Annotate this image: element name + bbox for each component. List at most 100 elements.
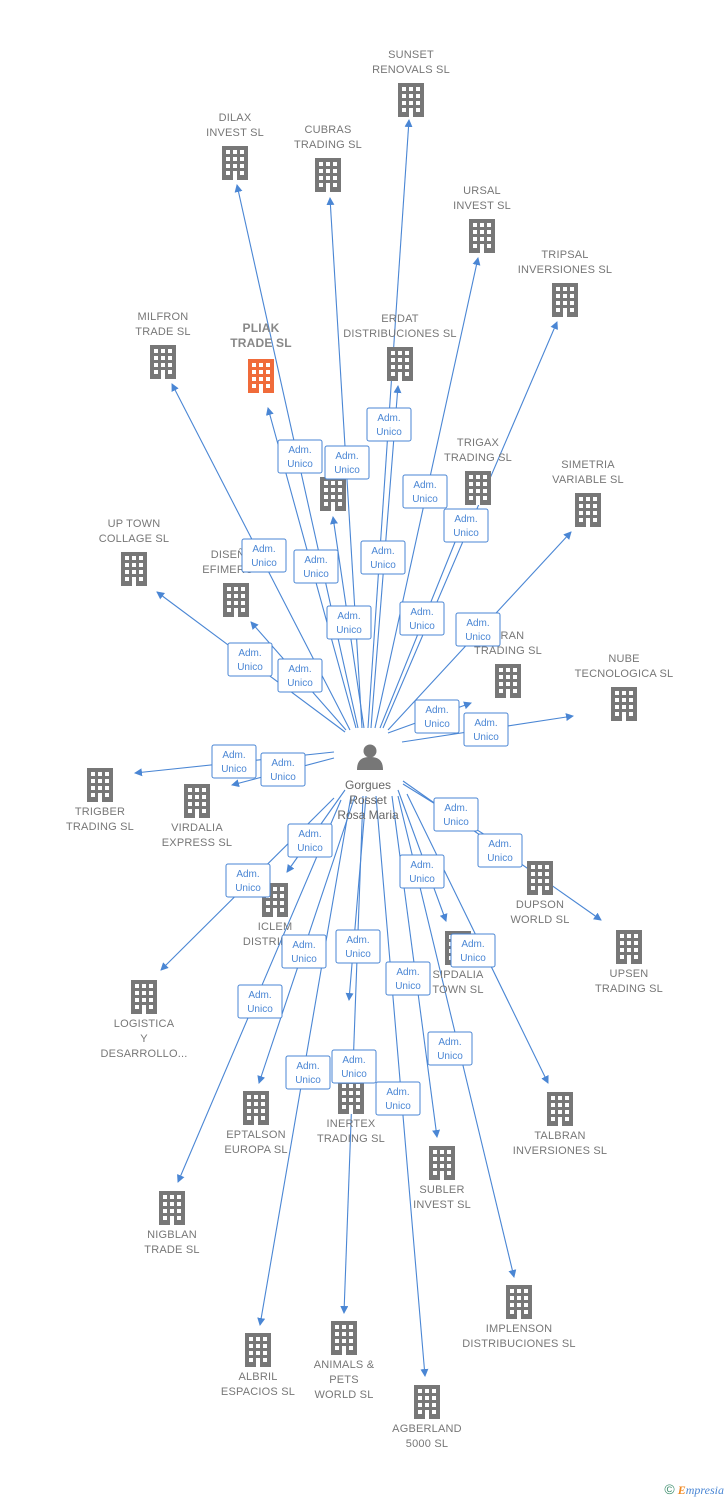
relation-label-line-1: Adm. <box>342 1055 365 1066</box>
relation-label-line-1: Adm. <box>236 869 259 880</box>
relation-label-box[interactable]: Adm.Unico <box>366 407 412 442</box>
relation-label-box[interactable]: Adm.Unico <box>385 961 431 996</box>
building-icon <box>616 930 642 964</box>
company-node-hidden[interactable] <box>320 477 346 511</box>
relation-label-line-2: Unico <box>287 459 313 470</box>
company-label-dilax-line-2: INVEST SL <box>206 127 264 139</box>
company-label-milfron-line-2: TRADE SL <box>135 326 190 338</box>
relation-label-box[interactable]: Adm.Unico <box>225 863 271 898</box>
company-label-upsen-line-2: TRADING SL <box>595 983 663 995</box>
relation-label-box[interactable]: Adm.Unico <box>399 854 445 889</box>
company-label-oran-line-2: TRADING SL <box>474 645 542 657</box>
company-label-talbran-line-2: INVERSIONES SL <box>513 1145 608 1157</box>
company-label-animals-line-2: PETS <box>329 1374 359 1386</box>
relation-label-box[interactable]: Adm.Unico <box>241 538 287 573</box>
company-label-implenson-line-2: DISTRIBUCIONES SL <box>462 1338 575 1350</box>
relation-label-box[interactable]: Adm.Unico <box>237 984 283 1019</box>
company-label-simetria-line-2: VARIABLE SL <box>552 474 624 486</box>
relation-label-box[interactable]: Adm.Unico <box>450 933 496 968</box>
relation-label-line-2: Unico <box>370 560 396 571</box>
company-label-agberland-line-2: 5000 SL <box>406 1438 448 1450</box>
relation-label-box[interactable]: Adm.Unico <box>293 549 339 584</box>
relation-label-box[interactable]: Adm.Unico <box>281 934 327 969</box>
relation-label-line-2: Unico <box>385 1101 411 1112</box>
relation-label-box[interactable]: Adm.Unico <box>277 658 323 693</box>
center-person[interactable]: Gorgues Rosset Rosa Maria <box>337 744 399 823</box>
relation-label-box[interactable]: Adm.Unico <box>443 508 489 543</box>
relation-label-line-2: Unico <box>443 817 469 828</box>
relation-label-box[interactable]: Adm.Unico <box>433 797 479 832</box>
building-icon <box>131 980 157 1014</box>
company-label-tripsal-line-2: INVERSIONES SL <box>518 264 613 276</box>
relation-label-box[interactable]: Adm.Unico <box>335 929 381 964</box>
relation-label-box[interactable]: Adm.Unico <box>285 1055 331 1090</box>
relation-label-box[interactable]: Adm.Unico <box>399 601 445 636</box>
relation-label-box[interactable]: Adm.Unico <box>360 540 406 575</box>
relation-label-line-2: Unico <box>409 874 435 885</box>
building-icon <box>184 784 210 818</box>
relation-label-box[interactable]: Adm.Unico <box>324 445 370 480</box>
relation-label-box[interactable]: Adm.Unico <box>455 612 501 647</box>
footer-brand[interactable]: ©Empresia <box>664 1481 724 1498</box>
relation-label-box[interactable]: Adm.Unico <box>331 1049 377 1084</box>
relation-label-line-2: Unico <box>453 528 479 539</box>
relation-label-box[interactable]: Adm.Unico <box>260 752 306 787</box>
relation-label-box[interactable]: Adm.Unico <box>287 823 333 858</box>
relation-label-box[interactable]: Adm.Unico <box>326 605 372 640</box>
relation-label-box[interactable]: Adm.Unico <box>427 1031 473 1066</box>
company-label-albril-line-1: ALBRIL <box>238 1371 277 1383</box>
relation-label-line-2: Unico <box>437 1051 463 1062</box>
company-label-trigber-line-1: TRIGBER <box>75 806 125 818</box>
building-icon <box>429 1146 455 1180</box>
relation-label-box[interactable]: Adm.Unico <box>227 642 273 677</box>
relation-label-box[interactable]: Adm.Unico <box>375 1081 421 1116</box>
person-name-line-2: Rosset <box>349 793 387 807</box>
relation-label-line-2: Unico <box>303 569 329 580</box>
company-label-agberland-line-1: AGBERLAND <box>392 1423 462 1435</box>
company-label-trigber-line-2: TRADING SL <box>66 821 134 833</box>
relation-label-line-1: Adm. <box>248 990 271 1001</box>
relation-label-box[interactable]: Adm.Unico <box>402 474 448 509</box>
relation-label-line-1: Adm. <box>461 939 484 950</box>
person-name-line-3: Rosa Maria <box>337 808 399 822</box>
relation-label-box[interactable]: Adm.Unico <box>277 439 323 474</box>
relation-label-box[interactable]: Adm.Unico <box>211 744 257 779</box>
company-label-logistica-line-3: DESARROLLO... <box>101 1048 188 1060</box>
relation-label-box[interactable]: Adm.Unico <box>477 833 523 868</box>
building-icon <box>547 1092 573 1126</box>
company-node-trigber[interactable]: TRIGBER TRADING SL <box>66 768 134 833</box>
relation-label-box[interactable]: Adm.Unico <box>414 699 460 734</box>
company-node-agberland[interactable]: AGBERLAND 5000 SL <box>392 1385 462 1450</box>
building-icon <box>223 583 249 617</box>
company-label-eptalson-line-1: EPTALSON <box>226 1129 285 1141</box>
relation-label-box[interactable]: Adm.Unico <box>463 712 509 747</box>
company-node-logistica[interactable]: LOGISTICAYDESARROLLO... <box>101 980 188 1060</box>
building-icon <box>243 1091 269 1125</box>
relation-label-line-1: Adm. <box>298 829 321 840</box>
